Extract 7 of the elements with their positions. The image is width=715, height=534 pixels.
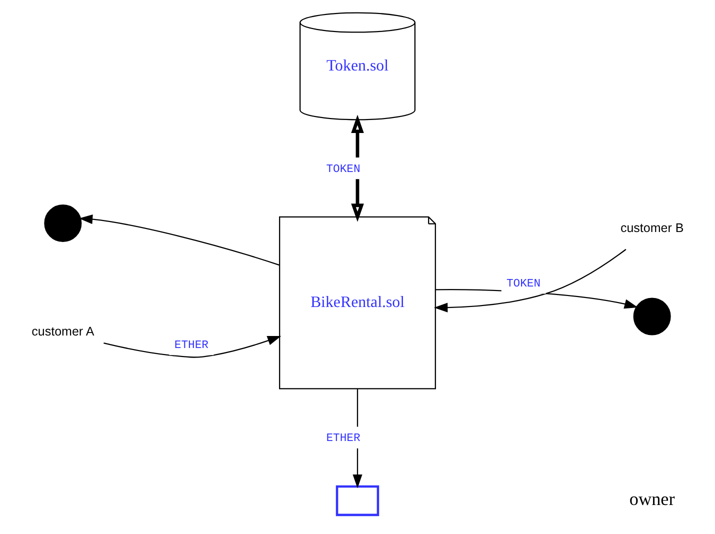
edge-label: TOKEN — [506, 278, 541, 290]
node-text: customer A — [32, 324, 94, 339]
node-text: customer B — [620, 221, 684, 236]
node-text: owner — [629, 489, 675, 510]
edge-label: TOKEN — [326, 164, 360, 176]
edge-label: ETHER — [174, 340, 208, 352]
edge-label: ETHER — [326, 433, 360, 446]
